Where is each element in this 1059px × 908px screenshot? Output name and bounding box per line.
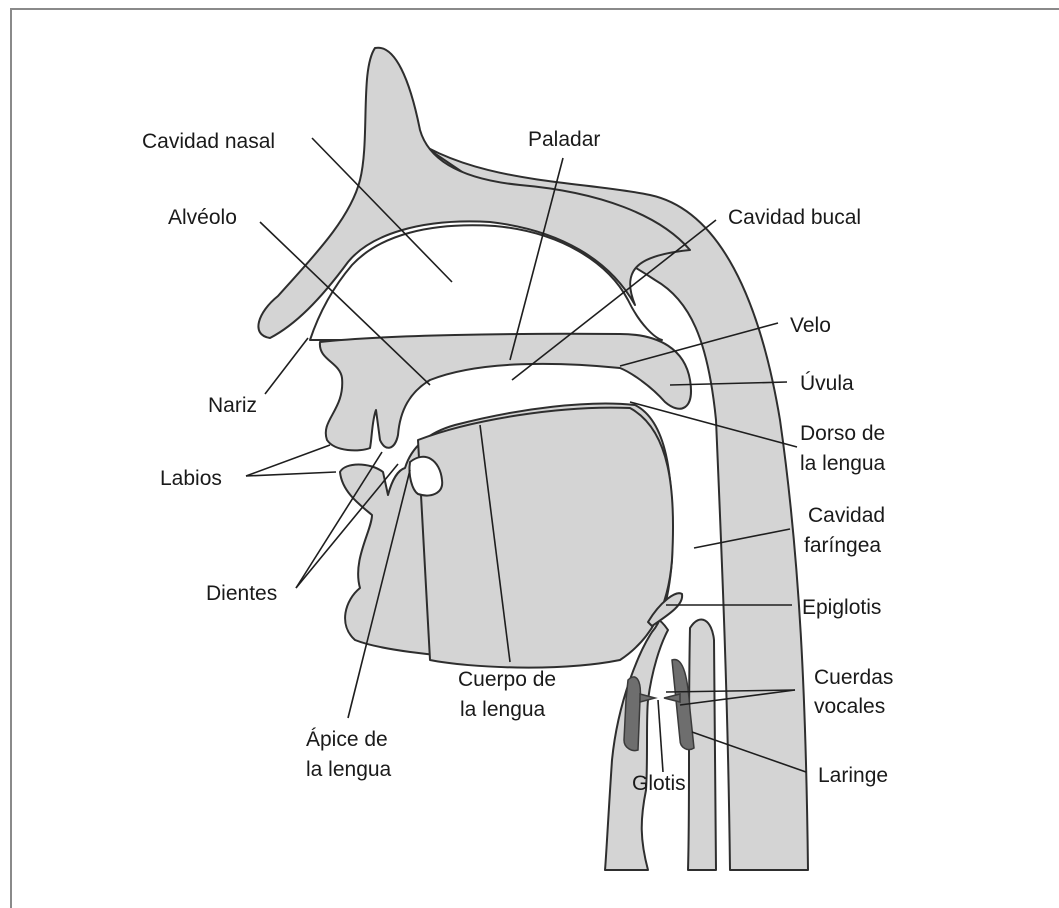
label-cavidad-nasal: Cavidad nasal: [142, 130, 275, 153]
label-paladar: Paladar: [528, 128, 600, 151]
vocal-cord-front: [624, 677, 640, 751]
label-dientes: Dientes: [206, 582, 277, 605]
label-cavidad-bucal: Cavidad bucal: [728, 206, 861, 229]
label-apice-1: Ápice de: [306, 728, 388, 751]
label-velo: Velo: [790, 314, 831, 337]
label-cuerpo-2: la lengua: [460, 698, 546, 721]
vocal-fold-right: [664, 694, 680, 702]
label-nariz: Nariz: [208, 394, 257, 417]
label-alveolo: Alvéolo: [168, 206, 237, 229]
tongue-dorsum: [418, 408, 673, 668]
label-labios: Labios: [160, 467, 222, 490]
label-cuerdas-2: vocales: [814, 695, 885, 718]
label-dorso-1: Dorso de: [800, 422, 885, 445]
label-apice-2: la lengua: [306, 758, 392, 781]
label-dorso-2: la lengua: [800, 452, 886, 475]
label-laringe: Laringe: [818, 764, 888, 787]
label-cav-faringea-1: Cavidad: [808, 504, 885, 527]
label-cav-faringea-2: faríngea: [804, 534, 881, 557]
label-cuerpo-1: Cuerpo de: [458, 668, 556, 691]
label-glotis: Glotis: [632, 772, 686, 795]
label-cuerdas-1: Cuerdas: [814, 666, 893, 689]
label-uvula: Úvula: [800, 372, 854, 395]
label-epiglotis: Epiglotis: [802, 596, 881, 619]
